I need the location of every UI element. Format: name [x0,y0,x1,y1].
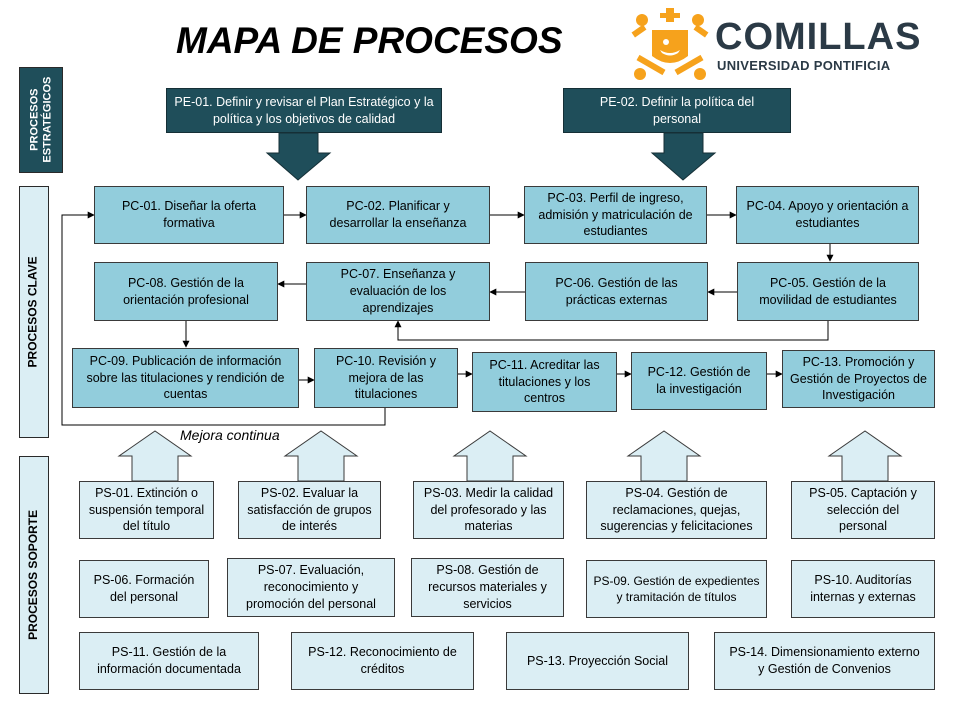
pc11-box: PC-11. Acreditar las titulaciones y los … [472,352,617,412]
pc10-box: PC-10. Revisión y mejora de las titulaci… [314,348,458,408]
comillas-logo [630,6,930,84]
band-clave: PROCESOS CLAVE [19,186,49,438]
ps06-box: PS-06. Formación del personal [79,560,209,618]
ps12-box: PS-12. Reconocimiento de créditos [291,632,474,690]
pc07-box: PC-07. Enseñanza y evaluación de los apr… [306,262,490,321]
ps-up-arrow-5 [827,430,903,482]
pc12-box: PC-12. Gestión de la investigación [631,352,767,410]
ps-up-arrow-3 [452,430,528,482]
pc03-box: PC-03. Perfil de ingreso, admisión y mat… [524,186,707,244]
ps03-box: PS-03. Medir la calidad del profesorado … [413,481,564,539]
pc02-box: PC-02. Planificar y desarrollar la enseñ… [306,186,490,244]
pc09-box: PC-09. Publicación de información sobre … [72,348,299,408]
ps02-box: PS-02. Evaluar la satisfacción de grupos… [238,481,381,539]
ps05-box: PS-05. Captación y selección del persona… [791,481,935,539]
ps01-box: PS-01. Extinción o suspensión temporal d… [79,481,214,539]
pe02-box: PE-02. Definir la política del personal [563,88,791,133]
mejora-continua-label: Mejora continua [180,427,280,443]
page-title: MAPA DE PROCESOS [176,20,563,61]
pc08-box: PC-08. Gestión de la orientación profesi… [94,262,278,321]
pc05-box: PC-05. Gestión de la movilidad de estudi… [737,262,919,321]
ps04-box: PS-04. Gestión de reclamaciones, quejas,… [586,481,767,539]
ps11-box: PS-11. Gestión de la información documen… [79,632,259,690]
pe01-box: PE-01. Definir y revisar el Plan Estraté… [166,88,442,133]
pc06-box: PC-06. Gestión de las prácticas externas [525,262,708,321]
logo-name: COMILLAS [715,16,922,58]
pc01-box: PC-01. Diseñar la oferta formativa [94,186,284,244]
ps13-box: PS-13. Proyección Social [506,632,689,690]
pe02-down-arrow [650,132,717,181]
arrow-mejora-loop [61,211,386,426]
pe01-down-arrow [265,132,332,181]
ps-up-arrow-2 [283,430,359,482]
ps-up-arrow-4 [626,430,702,482]
pc13-box: PC-13. Promoción y Gestión de Proyectos … [782,350,935,408]
ps-up-arrow-1 [117,430,193,482]
ps07-box: PS-07. Evaluación, reconocimiento y prom… [227,558,395,617]
crest-icon [631,8,709,80]
pc04-box: PC-04. Apoyo y orientación a estudiantes [736,186,919,244]
ps10-box: PS-10. Auditorías internas y externas [791,560,935,618]
band-estrategicos: PROCESOS ESTRATÉGICOS [19,67,63,173]
ps08-box: PS-08. Gestión de recursos materiales y … [411,558,564,617]
arrow-pc05-pc07 [394,320,829,341]
ps09-box: PS-09. Gestión de expedientes y tramitac… [586,560,767,618]
band-soporte: PROCESOS SOPORTE [19,456,49,694]
logo-subtitle: UNIVERSIDAD PONTIFICIA [717,58,891,73]
ps14-box: PS-14. Dimensionamiento externo y Gestió… [714,632,935,690]
